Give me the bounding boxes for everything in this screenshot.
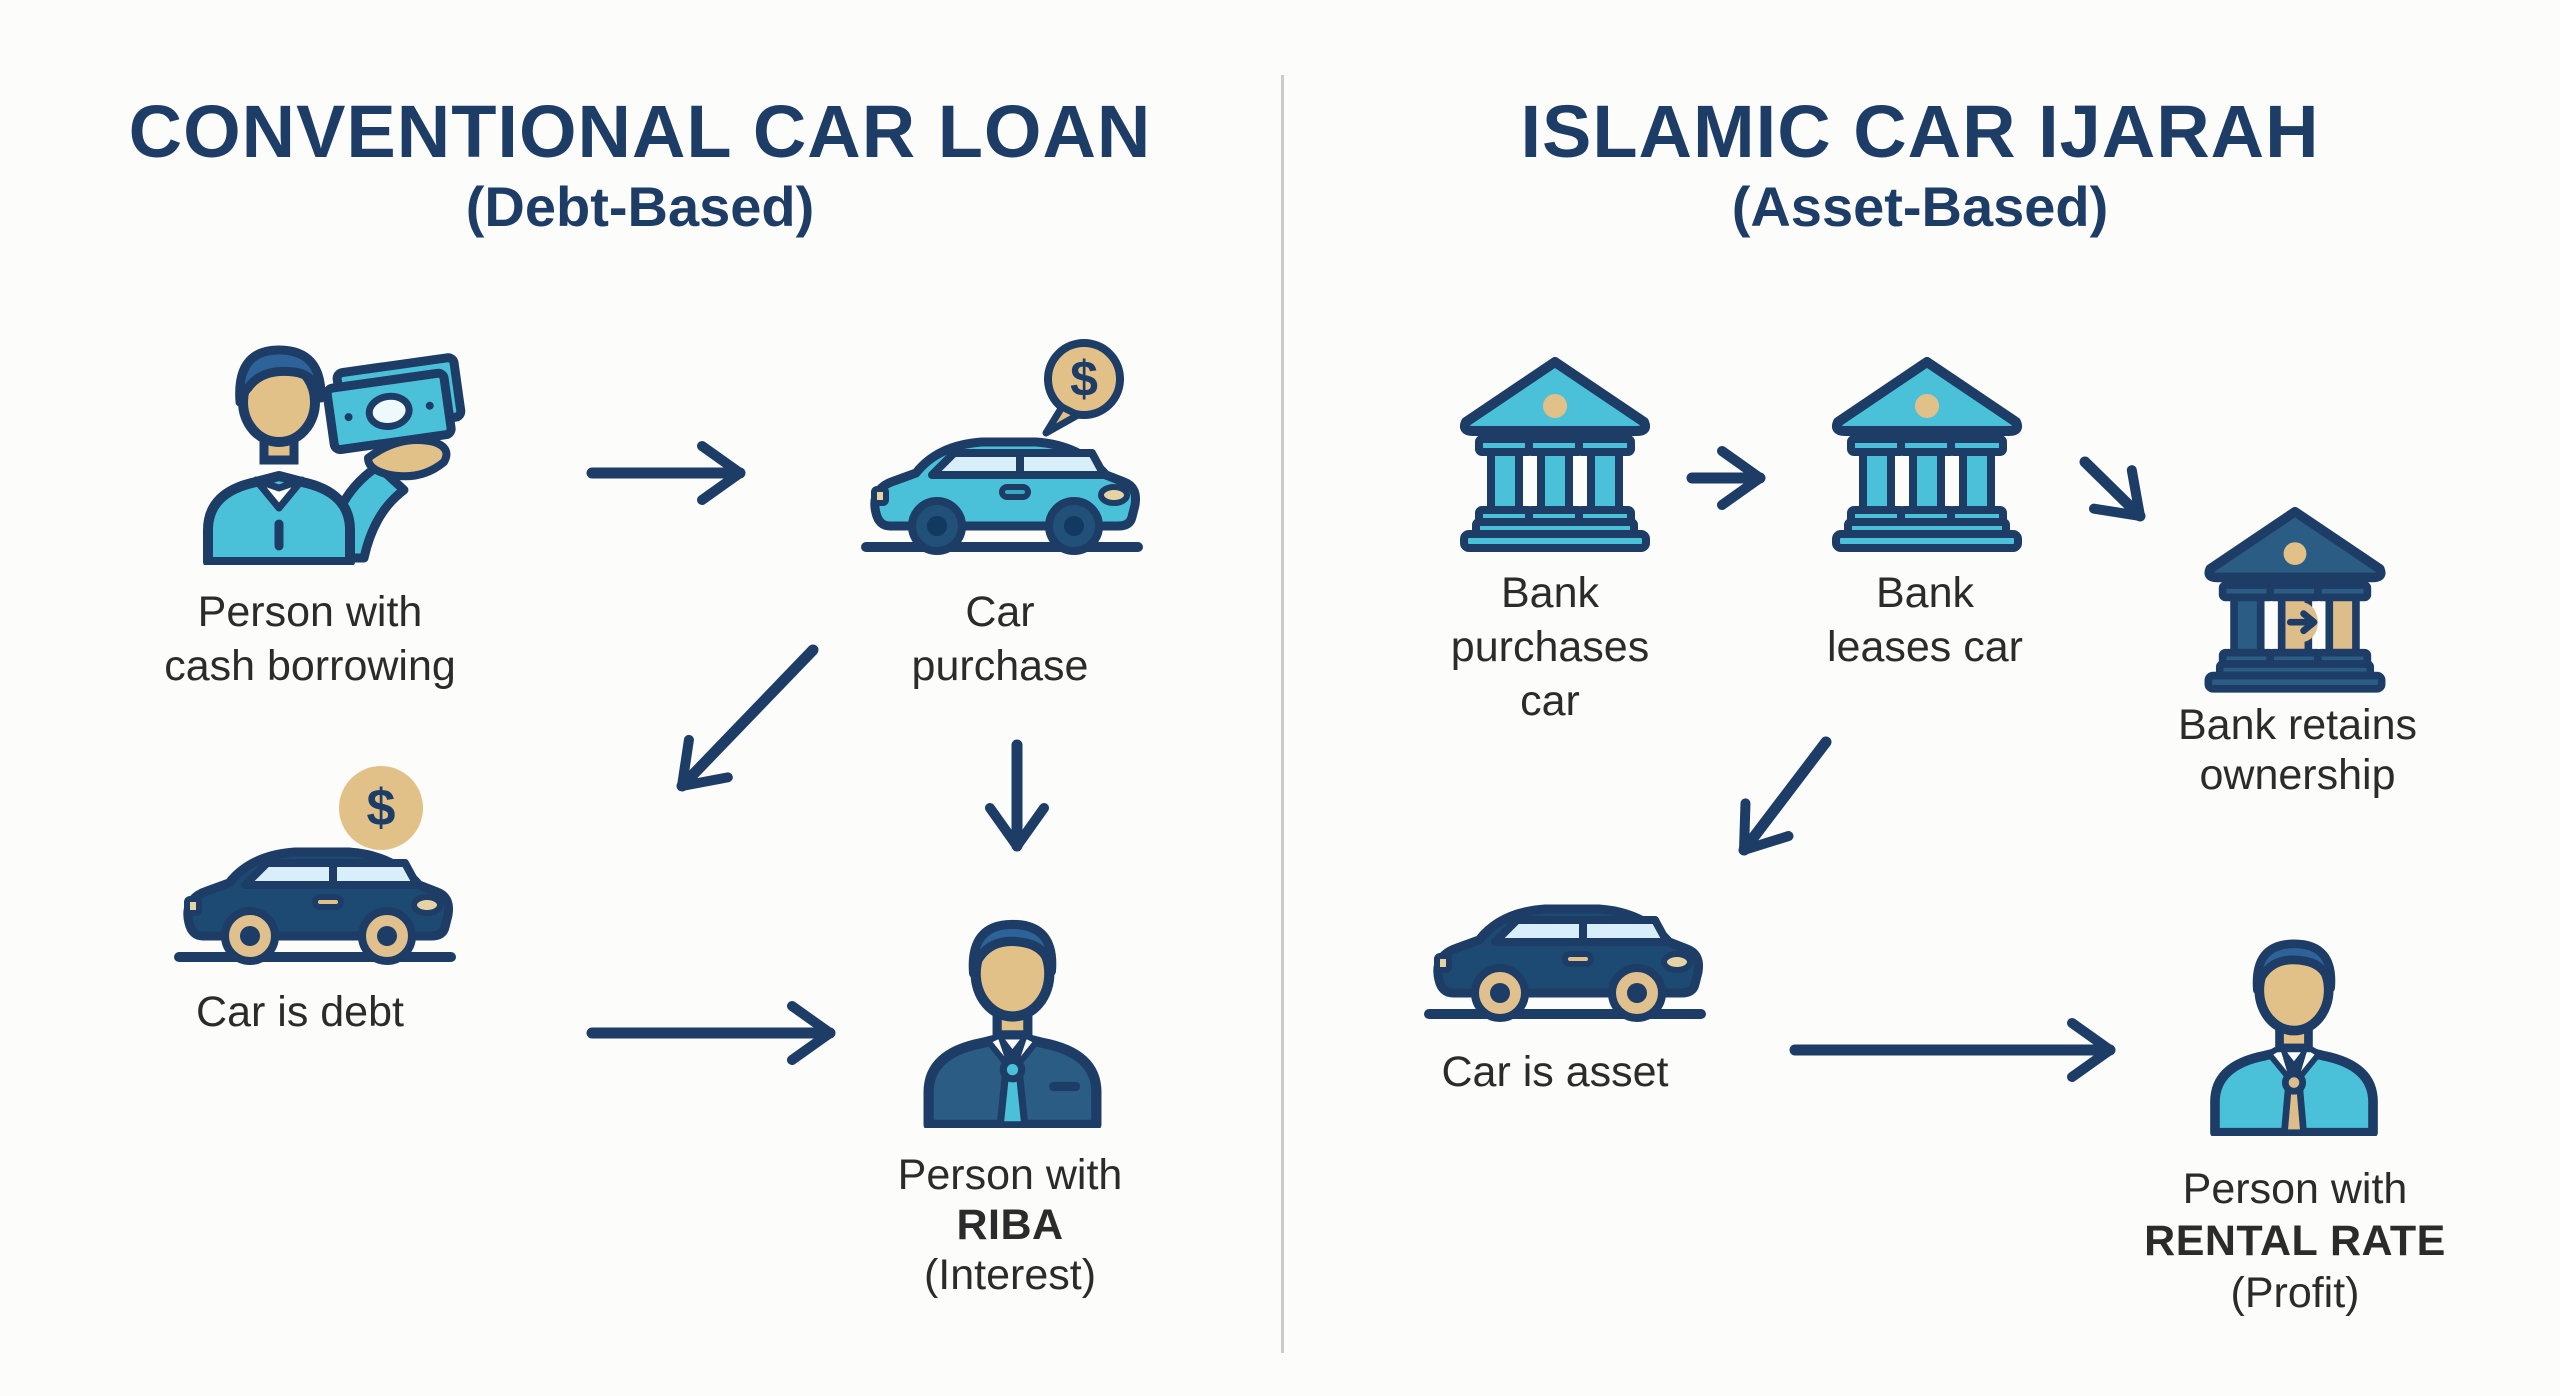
bank-retains-label: Bank retains ownership (2177, 701, 2418, 799)
left-panel-title: CONVENTIONAL CAR LOAN (128, 90, 1152, 173)
car-is-asset-label: Car is asset (1441, 1048, 1669, 1096)
car-is-debt-icon (174, 847, 456, 965)
svg-text:$: $ (367, 779, 396, 837)
person-cash-label: Person with cash borrowing (164, 588, 456, 690)
bank-leases-icon (1831, 357, 2023, 552)
car-purchase-label: Car purchase (911, 588, 1089, 690)
car-is-asset-icon (1424, 904, 1706, 1022)
right-panel-title: ISLAMIC CAR IJARAH (1520, 90, 2320, 173)
car-purchase-icon (861, 437, 1143, 555)
dollar-coin-icon: $ (339, 766, 423, 850)
svg-text:$: $ (1070, 351, 1098, 407)
bank-purchases-icon (1459, 357, 1651, 552)
bank-purchases-label: Bank purchases car (1450, 569, 1650, 725)
person-with-riba-icon (923, 919, 1102, 1128)
right-panel-subtitle: (Asset-Based) (1731, 175, 2109, 238)
person-riba-label: Person with RIBA (Interest) (897, 1151, 1123, 1299)
arrow-car-purchase-to-car-debt (676, 644, 819, 792)
bank-leases-label: Bank leases car (1827, 569, 2023, 671)
person-rental-label: Person with RENTAL RATE (Profit) (2144, 1165, 2446, 1317)
person-with-rental-icon (2210, 939, 2378, 1136)
left-panel-subtitle: (Debt-Based) (465, 175, 815, 238)
arrow-bank-leases-to-bank-retains (2079, 456, 2146, 522)
arrow-bank-leases-to-car-asset (1738, 736, 1832, 856)
person-with-cash-icon (203, 345, 466, 565)
panel-divider (1281, 75, 1284, 1353)
dollar-speech-bubble-icon: $ (1042, 339, 1124, 437)
bank-retains-icon (2204, 506, 2386, 693)
car-is-debt-label: Car is debt (196, 988, 404, 1036)
